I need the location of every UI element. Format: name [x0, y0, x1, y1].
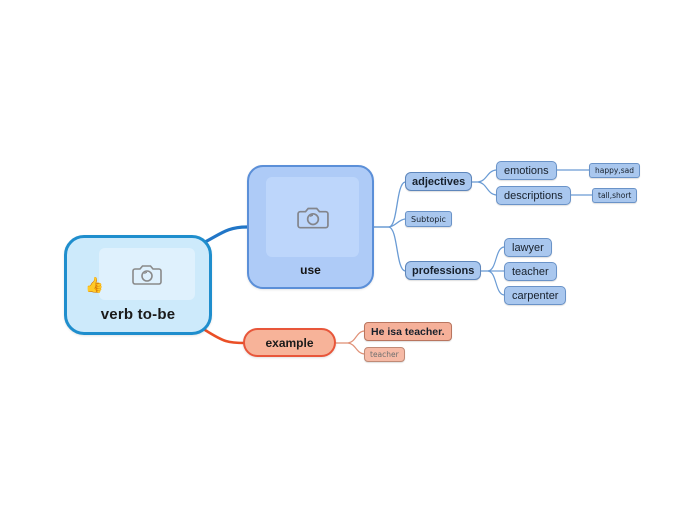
node-teacher-label: teacher	[512, 265, 549, 278]
node-carpenter[interactable]: carpenter	[504, 286, 567, 305]
node-happy-sad-label: happy,sad	[595, 166, 634, 175]
node-lawyer[interactable]: lawyer	[504, 238, 552, 257]
edge-professions-to-carpenter	[487, 270, 505, 296]
node-teacher[interactable]: teacher	[504, 262, 557, 281]
node-professions-label: professions	[412, 264, 475, 277]
node-example-sentence-label: He isa teacher.	[371, 325, 445, 338]
edge-root-to-use	[203, 225, 249, 244]
node-emotions[interactable]: emotions	[496, 161, 557, 180]
node-subtopic[interactable]: Subtopic	[405, 211, 452, 227]
node-example-sentence[interactable]: He isa teacher.	[364, 322, 452, 341]
node-adjectives[interactable]: adjectives	[405, 172, 473, 191]
node-tall-short-label: tall,short	[598, 191, 632, 200]
edge-use-to-subtopic	[388, 218, 406, 228]
node-example-word[interactable]: teacher	[364, 347, 405, 362]
branch-node-use[interactable]: use	[247, 165, 374, 289]
node-lawyer-label: lawyer	[512, 241, 544, 254]
camera-icon	[296, 207, 329, 229]
node-adjectives-label: adjectives	[412, 175, 466, 188]
node-descriptions[interactable]: descriptions	[496, 186, 571, 205]
node-happy-sad[interactable]: happy,sad	[589, 163, 640, 178]
node-tall-short[interactable]: tall,short	[592, 188, 638, 203]
branch-node-use-label: use	[300, 263, 321, 277]
node-descriptions-label: descriptions	[504, 189, 563, 202]
branch-node-example-label: example	[265, 335, 314, 350]
camera-icon	[132, 265, 162, 285]
edge-adjectives-to-descriptions	[477, 181, 497, 196]
node-emotions-label: emotions	[504, 164, 549, 177]
root-node-label: verb to-be	[100, 306, 176, 323]
edge-example-to-word	[347, 342, 365, 355]
edge-root-to-example	[203, 328, 247, 345]
edge-use-to-professions	[388, 226, 406, 272]
edge-use-to-adjectives	[388, 181, 406, 228]
node-example-word-label: teacher	[370, 350, 399, 359]
branch-node-example[interactable]: example	[243, 328, 336, 357]
node-subtopic-label: Subtopic	[411, 214, 446, 224]
use-image-placeholder[interactable]	[266, 177, 359, 257]
thumbs-up-icon: 👍	[85, 277, 104, 294]
edge-adjectives-to-emotions	[477, 169, 497, 183]
edge-example-to-sentence	[347, 330, 365, 344]
node-professions[interactable]: professions	[405, 261, 482, 280]
root-image-placeholder[interactable]	[99, 248, 195, 300]
node-carpenter-label: carpenter	[512, 289, 559, 302]
edge-professions-to-lawyer	[487, 246, 505, 272]
root-node-verb-to-be[interactable]: 👍 verb to-be	[64, 235, 212, 335]
